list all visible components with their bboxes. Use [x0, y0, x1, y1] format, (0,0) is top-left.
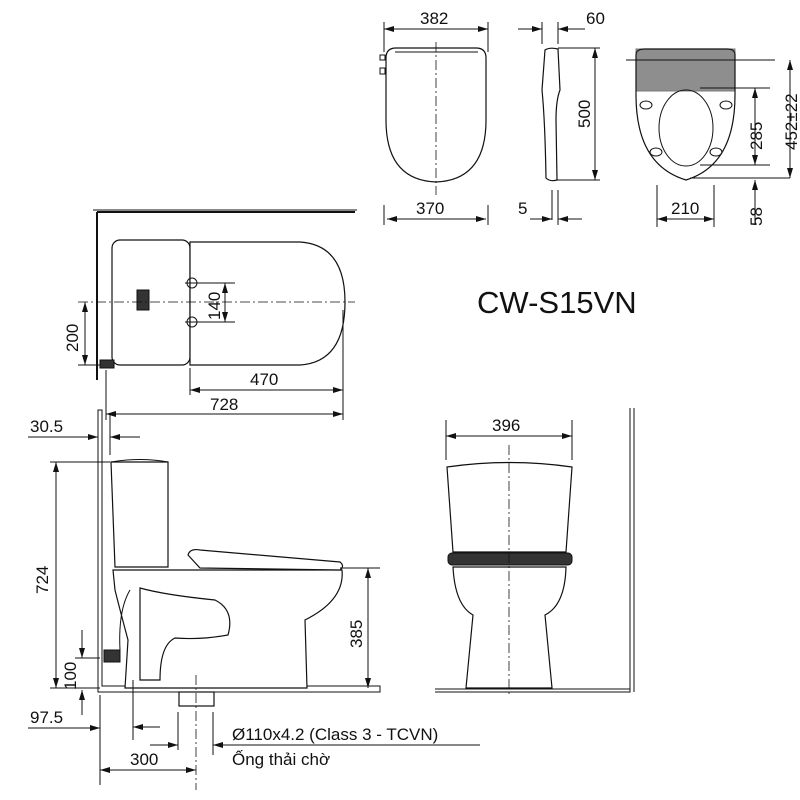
dim-seat-offset: 5	[518, 199, 527, 218]
plan-view: 140 200 470 728	[63, 209, 357, 420]
dim-total-height: 724	[33, 566, 52, 594]
side-view: 30.5 724 100 385 97.5 300 Ø110x4.2 (Clas…	[28, 409, 480, 790]
dim-seat-bottom-width: 210	[671, 199, 699, 218]
front-view: 396	[435, 408, 635, 695]
seat-side-view: 60 500 5	[518, 9, 605, 225]
seat-top-view: 382 370	[379, 9, 489, 225]
dim-seat-height: 385	[347, 620, 366, 648]
dim-total-length: 728	[210, 395, 238, 414]
dim-bolt-spacing: 140	[205, 292, 224, 320]
seat-bottom-view: 285 452±22 58 210	[626, 48, 800, 227]
dim-wall-gap: 30.5	[30, 417, 63, 436]
dim-seat-bottom-offset: 58	[747, 207, 766, 226]
dim-seat-width-outer: 382	[420, 9, 448, 28]
dim-seat-thickness: 60	[586, 9, 605, 28]
dim-drain-distance: 300	[130, 750, 158, 769]
dim-seat-length-plan: 470	[250, 370, 278, 389]
dim-supply-height: 100	[61, 662, 80, 690]
dim-seat-width-inner: 370	[416, 199, 444, 218]
dim-supply-wall-offset: 97.5	[30, 708, 63, 727]
dim-seat-length: 500	[575, 100, 594, 128]
dim-supply-offset: 200	[63, 324, 82, 352]
dim-seat-hole-length: 285	[747, 122, 766, 150]
dim-front-width: 396	[492, 416, 520, 435]
pipe-spec: Ø110x4.2 (Class 3 - TCVN)	[232, 725, 438, 744]
pipe-label: Ống thải chờ	[232, 749, 330, 769]
dim-seat-mount-length: 452±22	[782, 93, 800, 150]
model-name: CW-S15VN	[477, 285, 637, 320]
